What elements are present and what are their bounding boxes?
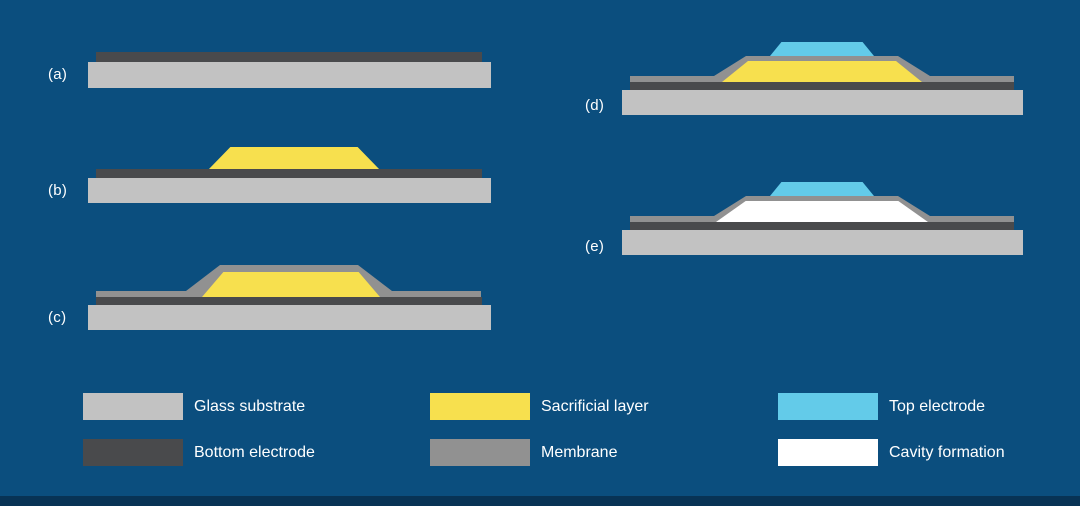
legend-item-sacrificial-layer: Sacrificial layer (430, 393, 649, 420)
legend-label-bottom-electrode: Bottom electrode (194, 443, 315, 461)
legend-label-sacrificial-layer: Sacrificial layer (541, 397, 649, 415)
step-label-a: (a) (48, 66, 68, 83)
step-label-c: (c) (48, 309, 67, 326)
legend-item-cavity-formation: Cavity formation (778, 439, 1005, 466)
legend-swatch-membrane (430, 439, 530, 466)
step-c-bottom-electrode (96, 297, 482, 305)
legend-swatch-glass-substrate (83, 393, 183, 420)
legend-item-top-electrode: Top electrode (778, 393, 985, 420)
legend-swatch-top-electrode (778, 393, 878, 420)
step-c-sacrificial-layer (202, 272, 380, 297)
legend-swatch-cavity-formation (778, 439, 878, 466)
step-e-bottom-electrode (630, 222, 1014, 230)
step-b-glass-substrate (88, 178, 491, 203)
legend-label-cavity-formation: Cavity formation (889, 443, 1005, 461)
step-e-top-electrode (770, 182, 874, 196)
step-label-d: (d) (585, 97, 605, 114)
step-d-glass-substrate (622, 90, 1023, 115)
legend-label-top-electrode: Top electrode (889, 397, 986, 415)
step-a-glass-substrate (88, 62, 491, 88)
step-label-b: (b) (48, 182, 68, 199)
step-b-sacrificial-layer (208, 147, 380, 170)
legend-swatch-bottom-electrode (83, 439, 183, 466)
legend-item-bottom-electrode: Bottom electrode (83, 439, 315, 466)
step-d-bottom-electrode (630, 82, 1014, 90)
step-label-e: (e) (585, 238, 605, 255)
legend-item-glass-substrate: Glass substrate (83, 393, 305, 420)
footer-accent-strip (0, 496, 1080, 506)
step-e-glass-substrate (622, 230, 1023, 255)
step-c-glass-substrate (88, 305, 491, 330)
step-d-top-electrode (770, 42, 874, 56)
step-a-bottom-electrode (96, 52, 482, 62)
legend-item-membrane: Membrane (430, 439, 617, 466)
legend-label-membrane: Membrane (541, 443, 618, 461)
legend-label-glass-substrate: Glass substrate (194, 397, 306, 415)
step-d-sacrificial-layer (722, 61, 922, 82)
step-b-bottom-electrode (96, 169, 482, 178)
legend-swatch-sacrificial-layer (430, 393, 530, 420)
step-e-cavity (716, 201, 928, 222)
